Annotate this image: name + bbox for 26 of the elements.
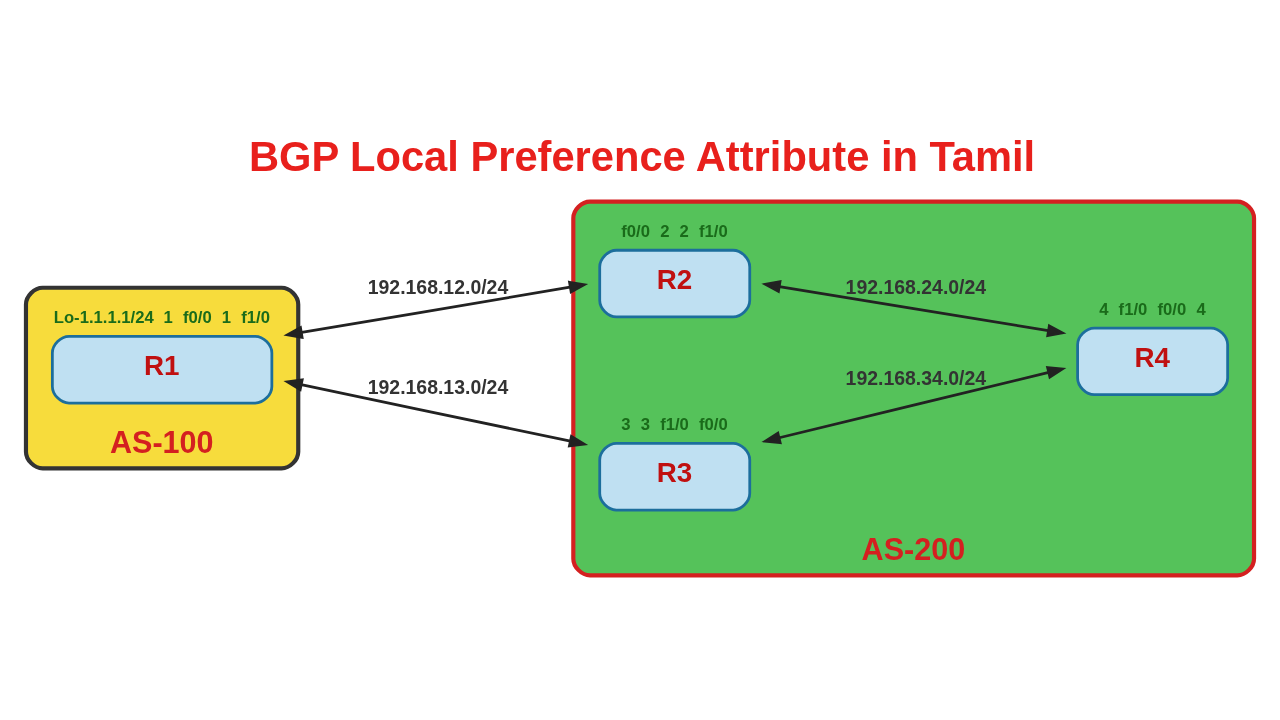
node-label: 4 xyxy=(1196,299,1206,319)
node-label: f1/0 xyxy=(660,415,689,435)
node-label: f1/0 xyxy=(241,308,270,328)
node-label: f1/0 xyxy=(1118,299,1148,319)
node-label: 4 xyxy=(1099,299,1109,319)
node-label: f1/0 xyxy=(699,222,728,242)
node-label: 3 xyxy=(621,415,631,435)
node-label: f0/0 xyxy=(621,222,650,242)
node-label: f0/0 xyxy=(699,415,728,435)
edge-label: 192.168.34.0/24 xyxy=(845,367,987,390)
edge-label: 192.168.24.0/24 xyxy=(845,275,987,298)
arrow xyxy=(283,280,589,340)
node-label: 1 xyxy=(221,308,232,328)
node-label: Lo-1.1.1.1/24 xyxy=(53,308,154,328)
node-label: f0/0 xyxy=(1157,299,1187,319)
diagram-title: BGP Local Preference Attribute in Tamil xyxy=(248,133,1036,181)
arrow xyxy=(761,280,1067,338)
arrow xyxy=(761,366,1067,445)
node-label: f0/0 xyxy=(182,308,212,328)
node-label: 2 xyxy=(679,222,689,242)
node-label: 2 xyxy=(660,222,670,242)
edge-label: 192.168.12.0/24 xyxy=(367,275,509,298)
node-label: 3 xyxy=(640,415,650,435)
node-label: 1 xyxy=(163,308,173,328)
edge-label: 192.168.13.0/24 xyxy=(367,375,509,398)
arrow xyxy=(283,378,589,448)
